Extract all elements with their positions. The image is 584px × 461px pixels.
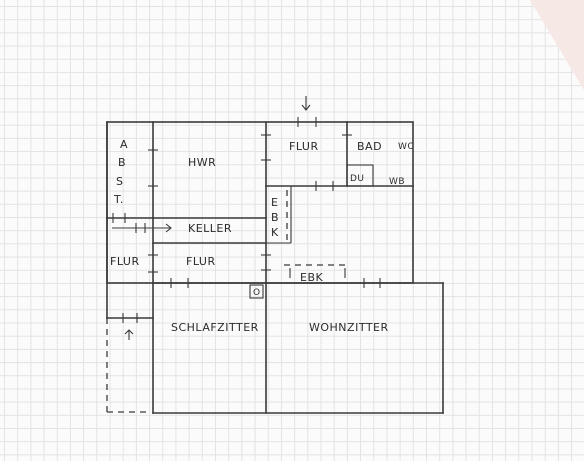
label-abst-b: B xyxy=(118,156,126,169)
label-hwr: HWR xyxy=(188,156,216,169)
label-schlafzimmer: SCHLAFZITTER xyxy=(171,321,259,334)
label-wohnzimmer: WOHNZITTER xyxy=(309,321,389,334)
label-ebk-bottom: EBK xyxy=(300,271,323,284)
label-abst-a: A xyxy=(120,138,128,151)
entry-arrow-bottom xyxy=(124,329,134,340)
label-ebk-b: B xyxy=(271,211,279,224)
label-abst-s: S xyxy=(116,175,123,188)
label-ebk-e: E xyxy=(271,196,278,209)
label-bad: BAD xyxy=(357,140,382,153)
label-wb: WB xyxy=(389,177,405,187)
label-flur-mid: FLUR xyxy=(186,255,216,268)
label-keller: KELLER xyxy=(188,222,232,235)
door-markers xyxy=(112,117,381,323)
keller-arrow xyxy=(112,223,172,233)
label-abst-t: T. xyxy=(113,193,124,206)
label-column-o: O xyxy=(253,288,261,298)
label-flur-top: FLUR xyxy=(289,140,319,153)
label-wc: WC xyxy=(398,142,414,152)
label-ebk-k: K xyxy=(271,226,279,239)
column-box xyxy=(249,284,264,299)
label-du: DU xyxy=(350,174,365,184)
dashed-entrance-outline xyxy=(106,318,150,413)
lower-block-walls xyxy=(152,282,444,414)
paper-corner-tint xyxy=(530,0,584,90)
entry-arrow-top xyxy=(301,96,311,111)
label-flur-left: FLUR xyxy=(110,255,140,268)
